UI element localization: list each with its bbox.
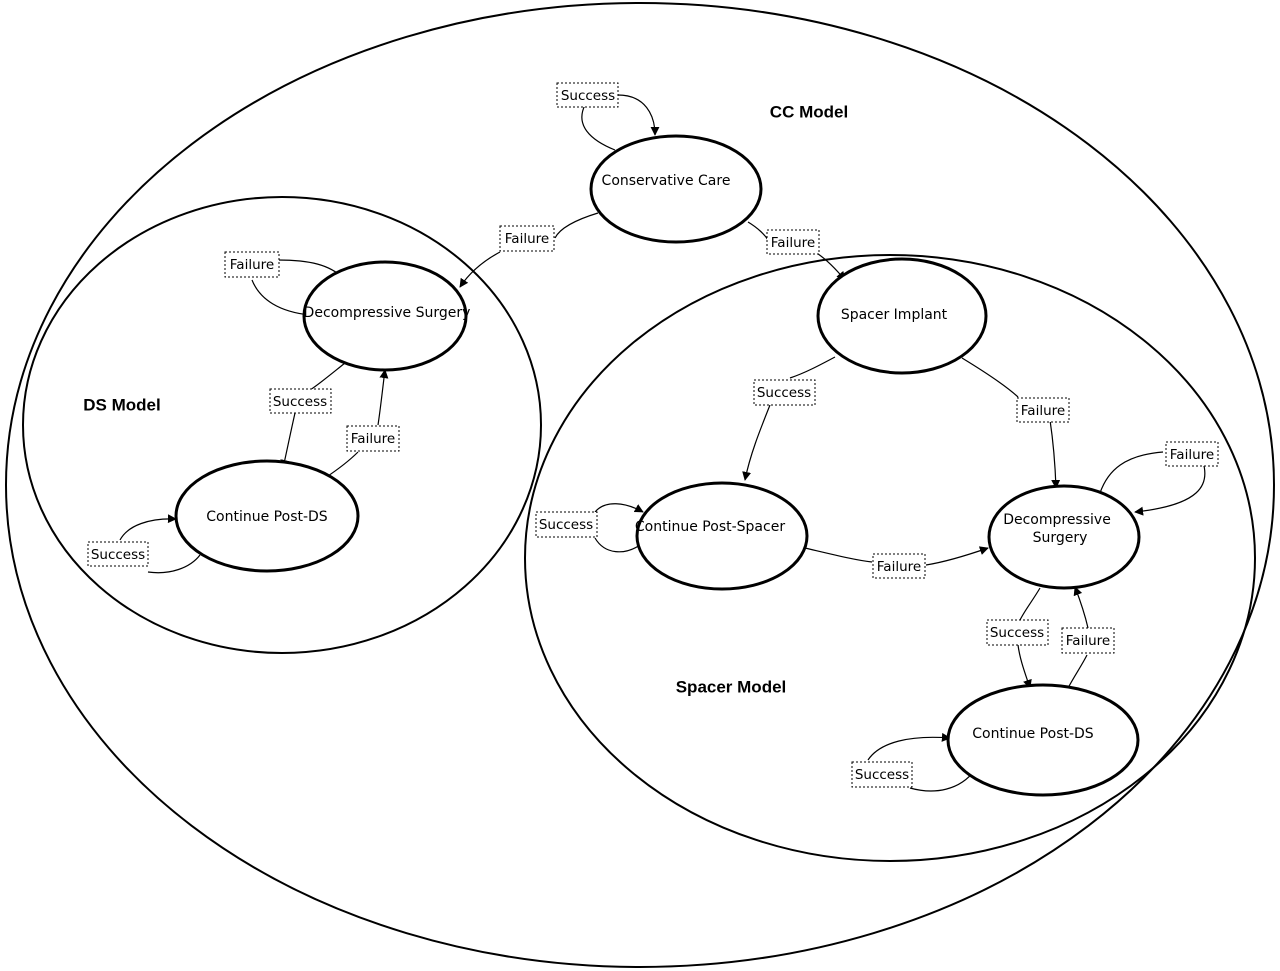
- state-spacer-implant: Spacer Implant: [816, 257, 988, 375]
- transition-ds-post-self-success-label: Success: [91, 547, 145, 563]
- transition-sp-ds-to-post-success: Success: [986, 619, 1049, 646]
- cc-model-title: CC Model: [770, 102, 848, 121]
- transition-cc-to-spacer-failure-label: Failure: [771, 235, 815, 251]
- transition-post-spacer-to-ds-failure-label: Failure: [877, 559, 921, 575]
- state-spacer-implant-label: Spacer Implant: [841, 307, 948, 323]
- edge-sp-post-to-ds-failure: [1068, 587, 1089, 689]
- transition-sp-ds-self-failure-label: Failure: [1170, 447, 1214, 463]
- edge-spacer-to-ds-failure: [961, 357, 1056, 488]
- transition-ds-post-to-ds-failure-label: Failure: [351, 431, 395, 447]
- edge-cc-to-ds-failure: [460, 212, 599, 287]
- state-continue-post-spacer: Continue Post-Spacer: [635, 481, 809, 591]
- transition-sp-post-to-ds-failure-label: Failure: [1066, 633, 1110, 649]
- edge-ds-post-to-ds-failure: [324, 370, 385, 479]
- state-ds-decompressive-surgery: Decompressive Surgery: [302, 260, 471, 372]
- transition-cc-to-ds-failure: Failure: [499, 225, 555, 252]
- transition-ds-self-failure-label: Failure: [230, 257, 274, 273]
- transition-cc-self-success-label: Success: [561, 88, 615, 104]
- state-sp-continue-post-ds: Continue Post-DS: [946, 683, 1140, 797]
- cc-model-boundary: [5, 2, 1275, 968]
- state-ds-decompressive-surgery-label: Decompressive Surgery: [304, 305, 471, 321]
- transition-ds-to-post-success: Success: [269, 388, 332, 414]
- transition-post-spacer-self-success-label: Success: [539, 517, 593, 533]
- transition-sp-ds-to-post-success-label: Success: [990, 625, 1044, 641]
- ds-model-boundary: [22, 196, 542, 654]
- state-continue-post-spacer-label: Continue Post-Spacer: [635, 519, 785, 535]
- transition-spacer-to-ds-failure-label: Failure: [1021, 403, 1065, 419]
- transition-sp-post-to-ds-failure: Failure: [1061, 627, 1115, 654]
- transition-spacer-to-ds-failure: Failure: [1016, 397, 1070, 423]
- edge-ds-post-self-success: [119, 519, 201, 574]
- transition-cc-to-spacer-failure: Failure: [766, 229, 820, 255]
- transition-spacer-to-post-success-label: Success: [757, 385, 811, 401]
- spacer-model-title: Spacer Model: [676, 677, 787, 696]
- state-sp-continue-post-ds-label: Continue Post-DS: [972, 726, 1094, 742]
- transition-post-spacer-self-success: Success: [535, 511, 598, 538]
- edge-post-spacer-to-ds-failure: [804, 548, 988, 566]
- edge-cc-self-success: [581, 94, 655, 151]
- transition-cc-to-ds-failure-label: Failure: [505, 231, 549, 247]
- transition-ds-post-to-ds-failure: Failure: [346, 425, 400, 452]
- ds-model-title: DS Model: [83, 395, 160, 414]
- state-ds-continue-post-ds: Continue Post-DS: [174, 459, 360, 573]
- state-conservative-care-label: Conservative Care: [602, 173, 731, 189]
- transition-sp-post-self-success-label: Success: [855, 767, 909, 783]
- state-sp-decompressive-surgery: Decompressive Surgery: [987, 484, 1141, 590]
- state-conservative-care: Conservative Care: [589, 134, 763, 244]
- edge-sp-ds-self-failure: [1099, 451, 1206, 512]
- transition-ds-post-self-success: Success: [87, 541, 149, 567]
- transition-ds-self-failure: Failure: [224, 251, 280, 278]
- edge-spacer-to-post-success: [745, 356, 836, 480]
- transition-sp-ds-self-failure: Failure: [1165, 441, 1219, 467]
- transition-post-spacer-to-ds-failure: Failure: [872, 553, 926, 579]
- state-sp-decompressive-surgery-label-line2: Surgery: [1033, 530, 1088, 546]
- transition-cc-self-success: Success: [556, 82, 619, 108]
- edge-ds-to-post-success: [283, 362, 346, 468]
- edge-post-spacer-self-success: [594, 504, 643, 553]
- state-sp-decompressive-surgery-label-line1: Decompressive: [1003, 512, 1111, 528]
- spacer-model-boundary: [524, 254, 1256, 862]
- transition-ds-to-post-success-label: Success: [273, 394, 327, 410]
- transition-sp-post-self-success: Success: [851, 761, 913, 788]
- state-ds-continue-post-ds-label: Continue Post-DS: [206, 509, 328, 525]
- transition-spacer-to-post-success: Success: [753, 379, 816, 406]
